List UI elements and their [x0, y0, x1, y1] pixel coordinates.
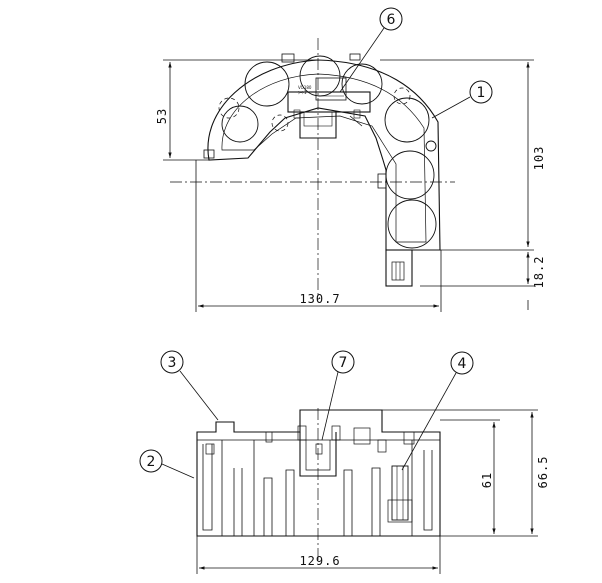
top-dimensions — [163, 59, 534, 312]
top-label-line2: ｼｰﾄ1 — [298, 90, 307, 95]
svg-text:7: 7 — [339, 355, 348, 371]
dim-height-61: 61 — [480, 472, 494, 488]
svg-text:4: 4 — [458, 356, 467, 372]
front-view — [196, 408, 441, 560]
dim-width-130-7: 130.7 — [299, 292, 340, 306]
top-body-inner — [221, 73, 427, 243]
centerlines — [170, 38, 455, 300]
callout-4: 4 — [401, 351, 474, 471]
knockout-circles — [221, 55, 437, 249]
callout-2: 2 — [139, 449, 195, 479]
callout-6: 6 — [339, 7, 403, 93]
callout-1: 1 — [431, 80, 493, 119]
svg-text:3: 3 — [168, 355, 177, 371]
callout-7: 7 — [321, 350, 355, 441]
svg-text:2: 2 — [147, 454, 156, 470]
dim-height-103: 103 — [532, 146, 546, 171]
front-dimensions — [196, 409, 538, 574]
front-connector — [391, 465, 409, 521]
svg-text:6: 6 — [387, 12, 396, 28]
callout-3: 3 — [160, 350, 219, 421]
dim-height-18-2: 18.2 — [532, 256, 546, 289]
front-slots — [202, 440, 433, 537]
dim-height-66-5: 66.5 — [536, 456, 550, 489]
top-body-outline — [207, 59, 441, 251]
top-connector-block — [385, 249, 413, 287]
top-view — [170, 38, 455, 300]
dim-width-129-6: 129.6 — [299, 554, 340, 568]
top-terminal-block — [287, 91, 371, 113]
front-body-outline — [196, 409, 441, 537]
svg-text:1: 1 — [477, 85, 486, 101]
top-label-line1: VO180 — [298, 85, 312, 90]
dim-height-53: 53 — [155, 108, 169, 124]
